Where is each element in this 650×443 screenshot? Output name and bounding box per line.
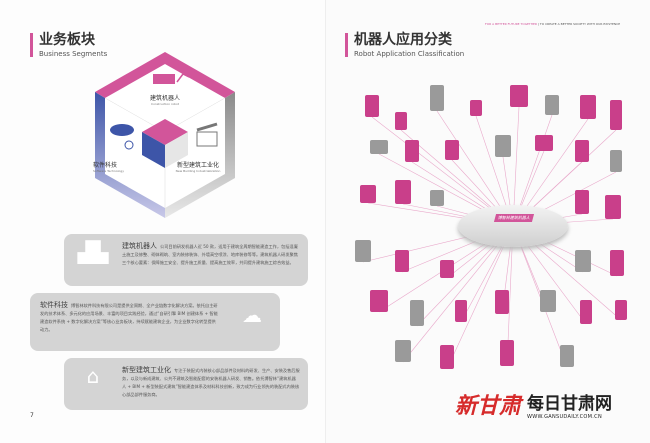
robot-image	[360, 185, 376, 203]
watermark-calligraphy: 新甘肃	[455, 393, 522, 419]
connector-line	[402, 225, 514, 363]
segment-cn: 新型建筑工业化	[176, 162, 219, 169]
card-body: 公司目前研发机器人近 50 款，适用于建筑全周期智能建造工作，包括混凝土施工及修…	[122, 244, 298, 265]
header-pink: FOR A BETTER FUTURE TOGETHER	[485, 22, 537, 26]
segment-cn: 软件科技	[93, 162, 118, 169]
robot-image	[440, 345, 454, 369]
robot-building-icon: ▟▙	[77, 240, 109, 264]
robot-image	[395, 180, 411, 204]
robot-image	[355, 240, 371, 262]
robot-image	[560, 345, 574, 367]
running-header: FOR A BETTER FUTURE TOGETHER | TO CREATE…	[485, 22, 621, 26]
robot-image	[405, 140, 419, 162]
connector-line	[446, 225, 514, 370]
segment-en: Construction robot	[151, 102, 179, 106]
robot-image	[580, 95, 596, 119]
robot-image	[370, 140, 388, 154]
page-number: 7	[30, 412, 34, 419]
factory-icon: ⌂	[86, 364, 100, 388]
robot-image	[410, 300, 424, 326]
segment-en: Software Technology	[93, 169, 124, 173]
title: 业务板块	[39, 32, 95, 48]
title-bar	[345, 33, 348, 57]
cloud-chip-icon: ☁	[242, 303, 262, 327]
robot-image	[470, 100, 482, 116]
card-body: 专注于装配式内装核心部品部件及材料的研发、生产、安装及售后服务，以及与新成建筑、…	[122, 368, 300, 397]
robot-image	[500, 340, 514, 366]
robot-image	[575, 250, 591, 272]
subtitle: Robot Application Classification	[354, 50, 465, 58]
robot-image	[395, 250, 409, 272]
robot-image	[370, 290, 388, 312]
center-label: 博智林建筑机器人	[493, 214, 535, 222]
robot-image	[605, 195, 621, 219]
card-heading: 建筑机器人	[122, 242, 157, 250]
title: 机器人应用分类	[354, 32, 452, 48]
robot-image	[615, 300, 627, 320]
segment-en: New Building Industrialization	[175, 169, 221, 173]
robot-image	[610, 150, 622, 172]
robot-image	[610, 250, 624, 276]
subtitle: Business Segments	[39, 50, 108, 58]
watermark: 新甘肃 每日甘肃网 WWW.GANSUDAILY.COM.CN	[455, 388, 612, 420]
robot-image	[440, 260, 454, 278]
robot-image	[575, 190, 589, 214]
card-software: ☁ 软件科技博智林软件科技有限公司是提供全周期、全产业链数字化解决方案。依托自主…	[30, 293, 280, 351]
robot-image	[495, 290, 509, 314]
robot-image	[495, 135, 511, 157]
section-title-right: 机器人应用分类 Robot Application Classification	[345, 33, 464, 58]
robot-image	[455, 300, 467, 322]
card-construction-robot: ▟▙ 建筑机器人公司目前研发机器人近 50 款，适用于建筑全周期智能建造工作，包…	[64, 234, 308, 286]
robot-image	[365, 95, 379, 117]
section-title: 业务板块 Business Segments	[30, 33, 107, 58]
robot-image	[430, 190, 444, 206]
robot-image	[545, 95, 559, 115]
robot-image	[395, 112, 407, 130]
watermark-name: 每日甘肃网	[527, 393, 613, 414]
card-industrialization: ⌂ 新型建筑工业化专注于装配式内装核心部品部件及材料的研发、生产、安装及售后服务…	[64, 358, 308, 410]
card-heading: 新型建筑工业化	[122, 366, 171, 374]
business-hexagon	[95, 52, 235, 218]
robot-image	[575, 140, 589, 162]
watermark-url: WWW.GANSUDAILY.COM.CN	[527, 413, 603, 420]
robot-image	[580, 300, 592, 324]
card-heading: 软件科技	[40, 301, 68, 309]
robot-image	[395, 340, 411, 362]
center-platform	[458, 205, 568, 247]
robot-image	[535, 135, 553, 151]
robot-image	[540, 290, 556, 312]
card-body: 博智林软件科技有限公司是提供全周期、全产业链数字化解决方案。依托自主研发的技术体…	[40, 303, 218, 332]
header-grey: TO CREATE A BETTER SOCIETY WITH OUR EXIS…	[539, 22, 621, 26]
robot-image	[445, 140, 459, 160]
segment-cn: 建筑机器人	[149, 95, 180, 102]
robot-image	[510, 85, 528, 107]
robot-image	[430, 85, 444, 111]
robot-image	[610, 100, 622, 130]
title-bar	[30, 33, 33, 57]
